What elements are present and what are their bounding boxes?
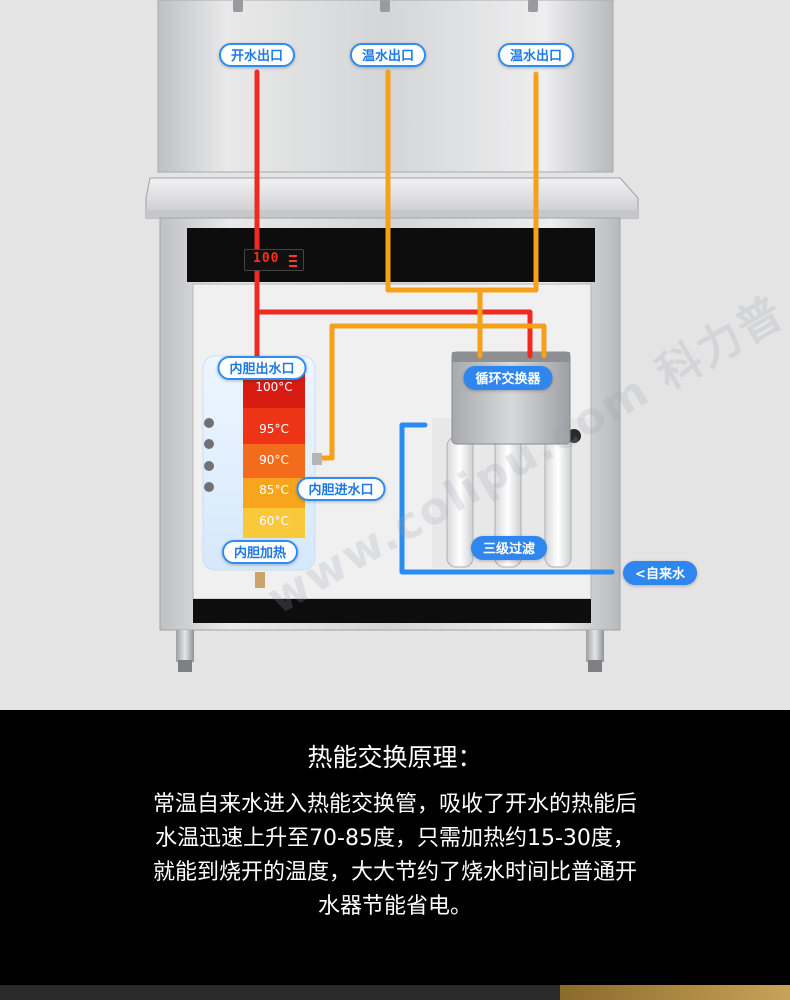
illustration: 100 100°C 95°C 90°C 85°C 60°C www.colipu…	[0, 0, 790, 710]
label-heat-exchanger: 循环交换器	[463, 366, 553, 390]
label-boiling-outlet: 开水出口	[218, 43, 296, 67]
temp-level-2: 95°C	[259, 422, 289, 436]
principle-line-3: 就能到烧开的温度，大大节约了烧水时间比普通开	[152, 860, 637, 885]
principle-line-4: 水器节能省电。	[317, 894, 472, 919]
label-warm-outlet-1: 温水出口	[349, 43, 427, 67]
principle-panel	[0, 710, 790, 1000]
pipes	[254, 69, 615, 575]
label-tank-inlet: 内胆进水口	[296, 477, 386, 501]
bottom-strip	[0, 985, 790, 1000]
principle-line-2: 水温迅速上升至70-85度，只需加热约15-30度，	[155, 826, 635, 851]
label-filtration: 三级过滤	[470, 536, 548, 560]
temp-level-3: 90°C	[259, 453, 289, 467]
temp-level-5: 60°C	[259, 514, 289, 528]
temp-level-4: 85°C	[259, 483, 289, 497]
principle-heading: 热能交换原理：	[307, 743, 483, 772]
valve-icons	[204, 418, 214, 492]
label-tap-water: <自来水	[623, 561, 697, 585]
warm-pipe	[385, 69, 539, 293]
cold-pipe	[399, 422, 595, 575]
tap-icons	[233, 0, 538, 12]
label-tank-outlet: 内胆出水口	[217, 356, 307, 380]
label-warm-outlet-2: 温水出口	[497, 43, 575, 67]
temp-level-1: 100°C	[255, 380, 293, 394]
temperature-display: 100	[244, 249, 304, 271]
label-tank-heating: 内胆加热	[221, 540, 299, 564]
principle-line-1: 常温自来水进入热能交换管，吸收了开水的热能后	[152, 792, 637, 817]
